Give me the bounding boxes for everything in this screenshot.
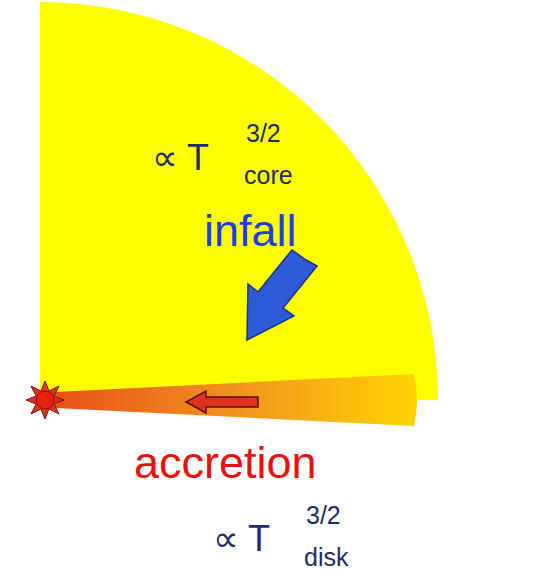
envelope-core bbox=[40, 2, 438, 400]
proportional-symbol: ∝ T bbox=[152, 140, 209, 176]
accretion-disk bbox=[55, 374, 417, 426]
proportional-symbol: ∝ T bbox=[213, 521, 270, 557]
subscript: core bbox=[244, 163, 293, 188]
exponent: 3/2 bbox=[246, 121, 281, 146]
accretion-label: accretion bbox=[134, 440, 317, 485]
exponent: 3/2 bbox=[306, 503, 341, 528]
protostar-symbol bbox=[26, 381, 64, 419]
accretion-arrow bbox=[186, 391, 258, 413]
infall-arrow bbox=[247, 250, 317, 340]
subscript: disk bbox=[304, 545, 348, 570]
infall-label: infall bbox=[204, 208, 297, 253]
